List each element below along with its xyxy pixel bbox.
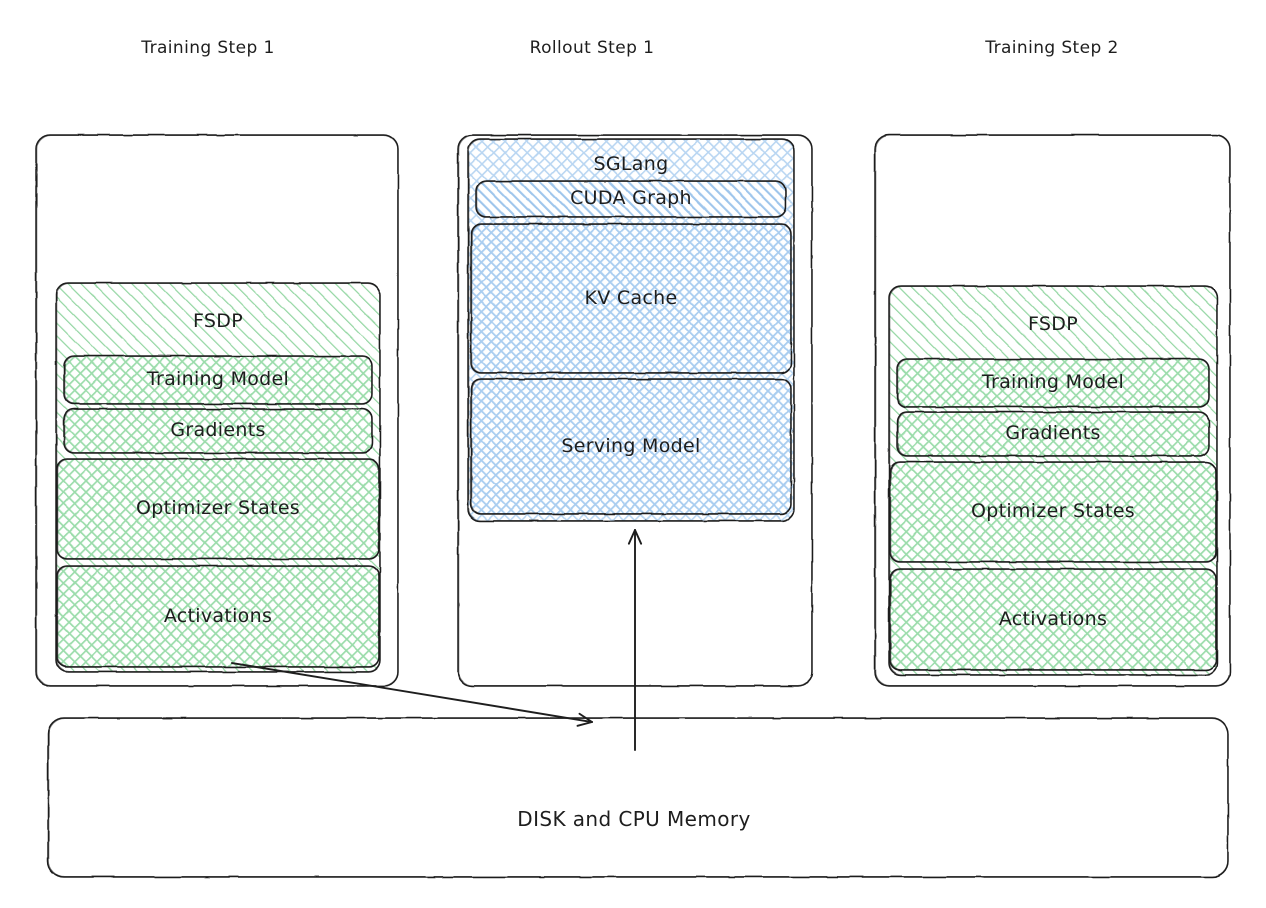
rollout-step-1-gpu-cuda-graph [475,180,787,218]
training-step-1-gpu [35,134,399,687]
training-step-1-gpu-training-model [63,355,373,405]
training-step-1-gpu-optimizer-states [56,458,380,560]
training-step-2-gpu-gradients [896,411,1210,457]
fsdp-group-right-label: FSDP [1028,313,1078,335]
training-step-1-gpu-optimizer-states-label: Optimizer States [135,497,301,519]
disk-and-cpu-memory [47,717,1229,878]
rollout-step-1-gpu-kv-cache [470,223,792,374]
training-step-2-gpu-activations [889,568,1217,671]
training-step-1-gpu-training-model-label: Training Model [146,368,290,390]
column-title-rollout-step-1: Rollout Step 1 [529,38,655,58]
rollout-step-1-gpu-serving-model [470,378,792,515]
training-step-2-gpu [874,134,1231,687]
rollout-step-1-gpu-serving-model-label: Serving Model [561,434,701,457]
load-weights-arrow [627,529,643,751]
training-step-2-gpu-training-model-label: Training Model [981,371,1125,393]
sglang-group-label: SGLang [593,153,669,175]
offload-arrow [231,662,593,727]
training-step-2-gpu-training-model [896,358,1210,408]
column-title-training-step-2: Training Step 2 [985,38,1119,58]
training-step-1-gpu-gradients-label: Gradients [170,419,266,441]
training-step-2-gpu-optimizer-states-label: Optimizer States [970,500,1136,522]
training-step-2-gpu-gradients-label: Gradients [1005,422,1101,444]
training-step-1-gpu-activations [56,565,380,668]
fsdp-group-left-label: FSDP [193,310,243,332]
rollout-step-1-gpu-cuda-graph-label: CUDA Graph [570,187,692,209]
training-step-1-gpu-gradients [63,408,373,454]
training-step-2-gpu-optimizer-states [889,461,1217,563]
rollout-step-1-gpu-kv-cache-label: KV Cache [584,286,678,309]
training-step-1-gpu-activations-label: Activations [163,604,273,627]
training-step-2-gpu-activations-label: Activations [998,607,1108,630]
disk-and-cpu-memory-label: DISK and CPU Memory [517,807,751,831]
column-title-training-step-1: Training Step 1 [141,38,275,58]
